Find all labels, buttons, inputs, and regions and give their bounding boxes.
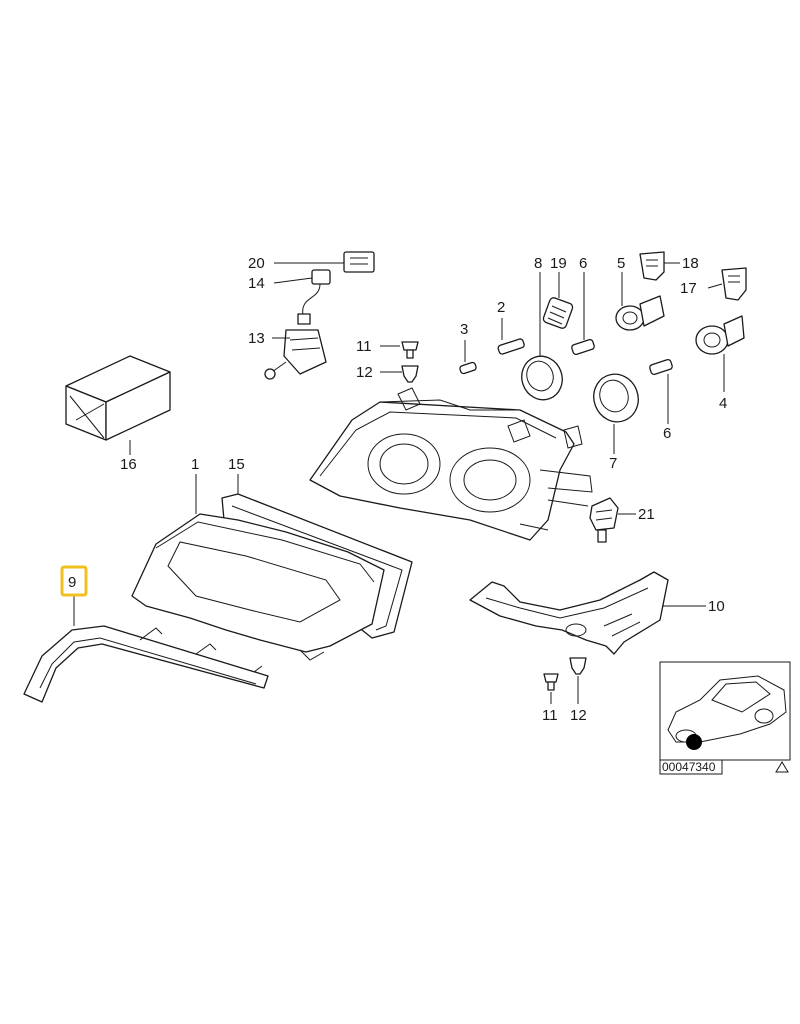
callout-10: 10: [708, 598, 725, 615]
headlight-housing[interactable]: [309, 387, 593, 541]
callout-6-lower: 6: [663, 425, 671, 442]
part-6-bulb-lower[interactable]: [649, 358, 673, 376]
callout-1: 1: [191, 456, 199, 473]
part-7-rubber-cap[interactable]: [587, 368, 645, 428]
callout-8: 8: [534, 255, 542, 272]
callout-19: 19: [550, 255, 567, 272]
callout-15: 15: [228, 456, 245, 473]
callout-12: 12: [356, 364, 373, 381]
part-19-socket[interactable]: [542, 297, 574, 330]
part-2-bulb[interactable]: [497, 338, 525, 355]
callout-2: 2: [497, 299, 505, 316]
part-13-bulb-holder[interactable]: [264, 329, 327, 380]
location-marker-icon: [686, 734, 702, 750]
warning-triangle-icon: [775, 761, 789, 773]
part-14-wire-plug[interactable]: [297, 269, 331, 325]
callout-14: 14: [248, 275, 265, 292]
callout-11: 11: [356, 338, 372, 355]
callout-4: 4: [719, 395, 727, 412]
part-18-connector[interactable]: [639, 251, 665, 281]
callout-3: 3: [460, 321, 468, 338]
part-20-connector[interactable]: [343, 251, 375, 273]
part-9-trim-strip[interactable]: [23, 625, 269, 703]
part-11-screw-top[interactable]: [401, 341, 419, 359]
callout-11-lower: 11: [542, 707, 558, 724]
callout-5: 5: [617, 255, 625, 272]
callout-7: 7: [609, 455, 617, 472]
callout-21: 21: [638, 506, 655, 523]
callout-12-lower: 12: [570, 707, 587, 724]
callout-18: 18: [682, 255, 699, 272]
part-8-rubber-cap[interactable]: [516, 350, 569, 405]
catalog-number: 00047340: [662, 760, 716, 774]
vehicle-inset: [659, 661, 791, 761]
part-10-bracket[interactable]: [469, 571, 669, 655]
part-16-box[interactable]: [65, 355, 171, 441]
part-12-clip-bottom[interactable]: [569, 657, 587, 675]
callout-6-upper: 6: [579, 255, 587, 272]
part-5-bulb-holder[interactable]: [615, 295, 665, 331]
part-4-bulb-holder[interactable]: [695, 315, 745, 355]
part-3-bulb[interactable]: [459, 361, 477, 375]
callout-9[interactable]: 9: [68, 574, 76, 591]
part-6-bulb-upper[interactable]: [571, 338, 595, 356]
part-21-adjuster[interactable]: [589, 497, 619, 543]
callout-16: 16: [120, 456, 137, 473]
callout-13: 13: [248, 330, 265, 347]
callout-9-highlight: [60, 565, 88, 597]
part-12-clip-top[interactable]: [401, 365, 419, 383]
part-11-screw-bottom[interactable]: [543, 673, 559, 691]
part-17-connector[interactable]: [721, 267, 747, 301]
callout-20: 20: [248, 255, 265, 272]
part-1-headlight-lens[interactable]: [131, 513, 385, 661]
callout-17: 17: [680, 280, 697, 297]
